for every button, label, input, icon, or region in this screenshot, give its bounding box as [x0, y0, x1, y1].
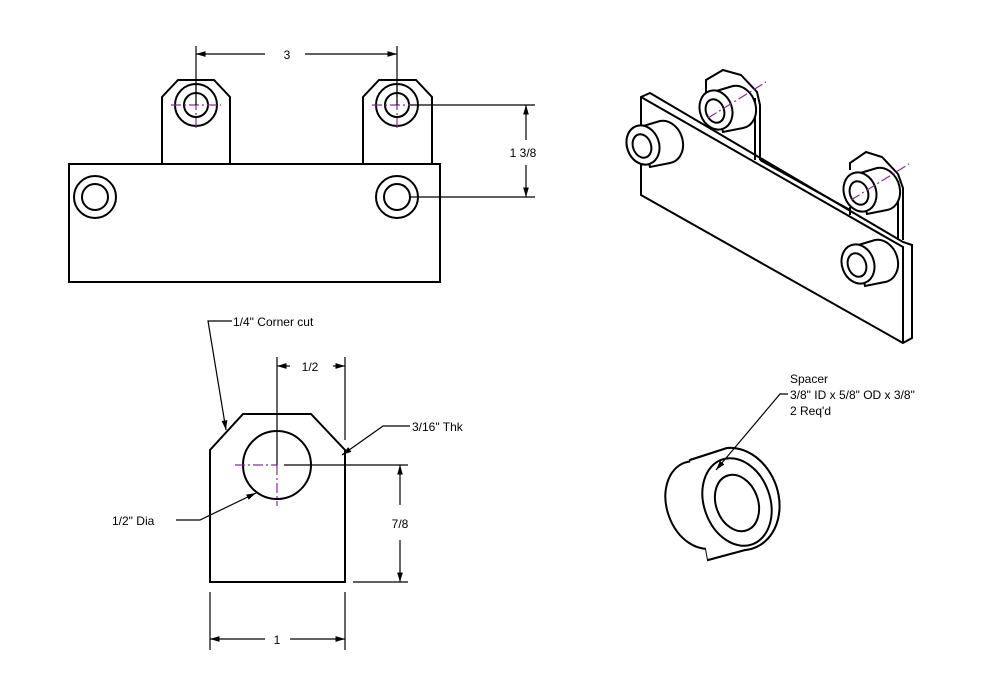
- spacer-left: [73, 175, 117, 219]
- front-view: 3 1 3/8: [68, 46, 537, 283]
- dim-hole-height: 7/8: [392, 517, 409, 531]
- dim-tab-spacing: 3: [284, 48, 291, 62]
- callout-thickness: 3/16" Thk: [412, 420, 464, 434]
- spacer-detail: Spacer 3/8" ID x 5/8" OD x 3/8" 2 Req'd: [664, 372, 915, 562]
- dim-tab-height: 1 3/8: [510, 146, 537, 160]
- iso-spacer: [698, 81, 767, 134]
- tab-detail-view: 1/2 7/8 1 1/4" Corner cut 3/16" Thk 1/2"…: [112, 315, 464, 650]
- dim-hole-offset: 1/2: [302, 360, 319, 374]
- iso-spacer: [840, 238, 900, 288]
- iso-spacer: [842, 163, 910, 216]
- callout-hole-dia: 1/2" Dia: [112, 514, 155, 528]
- base-plate: [68, 163, 441, 283]
- spacer-qty: 2 Req'd: [790, 404, 831, 418]
- spacer-title: Spacer: [790, 372, 828, 386]
- dim-tab-width: 1: [274, 633, 281, 647]
- iso-spacer: [625, 119, 685, 169]
- callout-corner-cut: 1/4" Corner cut: [233, 315, 314, 329]
- isometric-view: [625, 68, 913, 345]
- spacer-spec: 3/8" ID x 5/8" OD x 3/8": [790, 388, 915, 402]
